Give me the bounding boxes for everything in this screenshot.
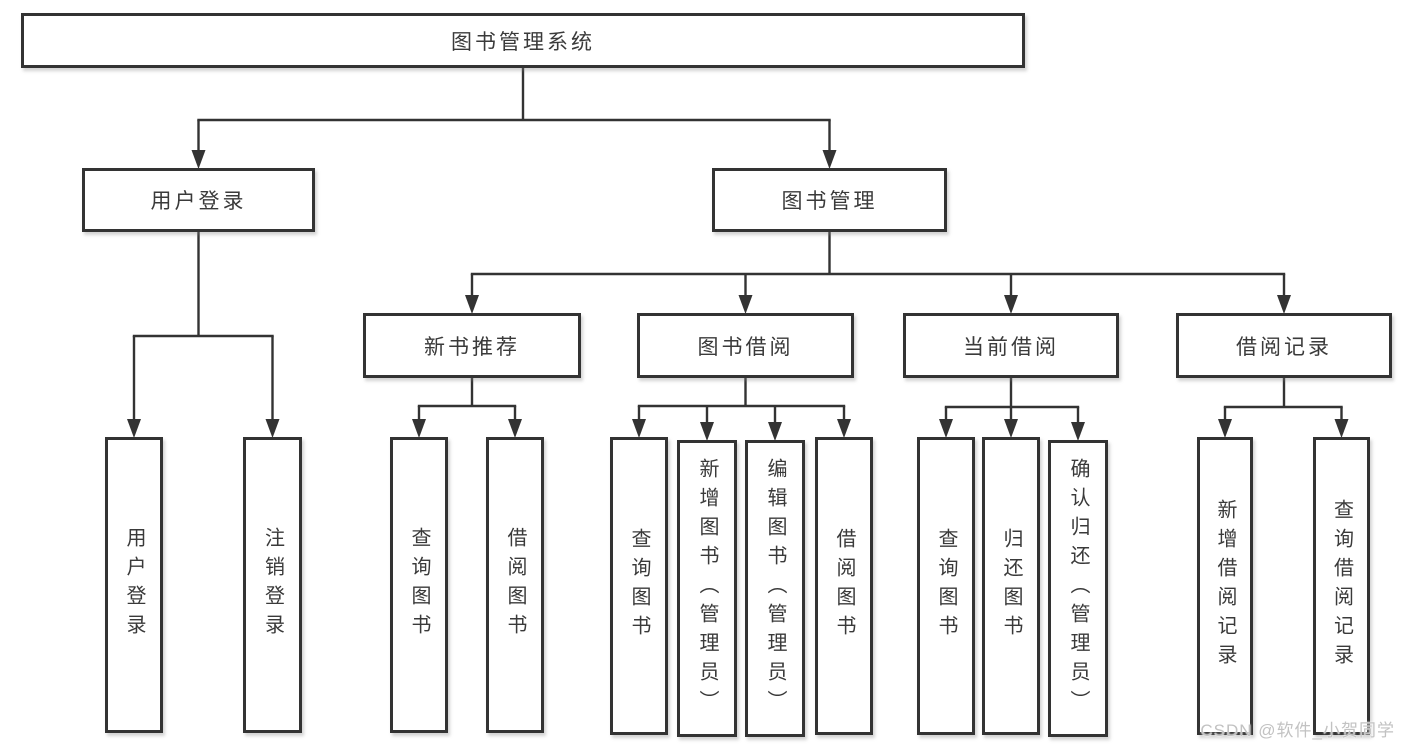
connector-arrow-nb-borrow (508, 419, 522, 438)
node-bb-borrow: 借阅图书 (815, 437, 873, 735)
connector-arrow-login-action (127, 419, 141, 438)
connector-arrow-bb-query (632, 419, 646, 438)
connector-arrow-new-book-rec (465, 295, 479, 314)
connector-arrow-bb-add (700, 422, 714, 441)
connector-arrow-user-login (191, 150, 206, 169)
node-bb-edit: 编辑图书（管理员） (745, 440, 805, 737)
node-new-book-rec: 新书推荐 (363, 313, 581, 378)
connector-arrow-current-borrow (1004, 295, 1018, 314)
connector-arrow-bb-borrow (837, 419, 851, 438)
node-login-action: 用户登录 (105, 437, 163, 733)
node-br-query: 查询借阅记录 (1313, 437, 1370, 735)
node-cb-return: 归还图书 (982, 437, 1040, 735)
node-bb-add: 新增图书（管理员） (677, 440, 737, 737)
node-nb-borrow: 借阅图书 (486, 437, 544, 733)
node-borrow-records: 借阅记录 (1176, 313, 1392, 378)
node-cb-confirm: 确认归还（管理员） (1048, 440, 1108, 737)
node-br-add: 新增借阅记录 (1197, 437, 1253, 735)
node-cb-query: 查询图书 (917, 437, 975, 735)
connector-arrow-cb-confirm (1071, 422, 1085, 441)
connector-arrow-book-borrow (738, 295, 753, 314)
node-nb-query: 查询图书 (390, 437, 448, 733)
node-root: 图书管理系统 (21, 13, 1025, 68)
node-book-borrow: 图书借阅 (637, 313, 854, 378)
node-current-borrow: 当前借阅 (903, 313, 1119, 378)
connector-arrow-book-mgmt (822, 150, 837, 169)
connector-arrow-logout-action (265, 419, 280, 438)
node-logout-action: 注销登录 (243, 437, 302, 733)
connector-arrow-nb-query (412, 419, 426, 438)
watermark-text: CSDN @软件_小贺同学 (1200, 721, 1395, 740)
connector-arrow-cb-return (1004, 419, 1018, 438)
node-user-login: 用户登录 (82, 168, 315, 232)
connector-arrow-br-query (1334, 419, 1349, 438)
connector-arrow-cb-query (939, 419, 953, 438)
connector-arrow-br-add (1218, 419, 1232, 438)
node-book-mgmt: 图书管理 (712, 168, 947, 232)
node-bb-query: 查询图书 (610, 437, 668, 735)
connector-arrow-bb-edit (768, 422, 782, 441)
connector-arrow-borrow-records (1277, 295, 1291, 314)
